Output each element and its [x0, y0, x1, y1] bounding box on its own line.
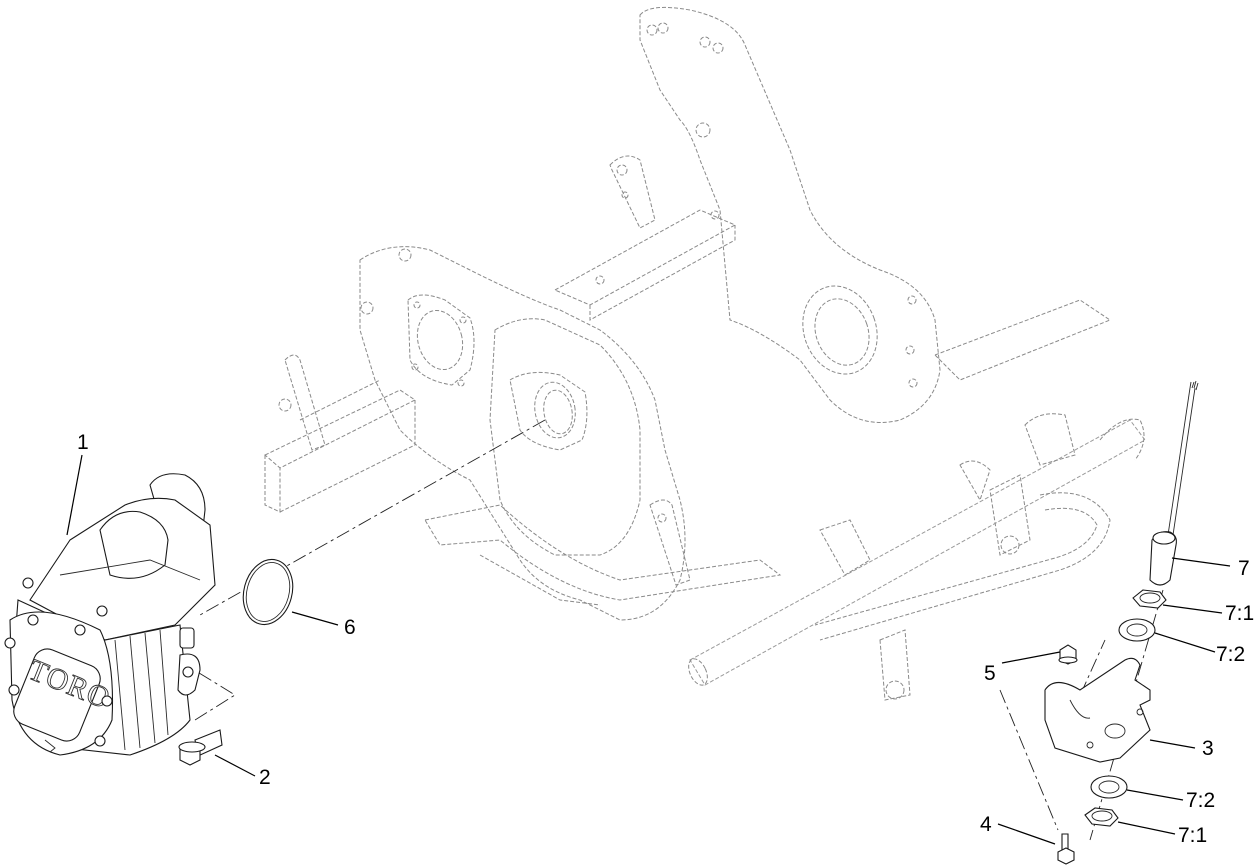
- callout-7: 7: [1238, 557, 1250, 580]
- callout-7-2-upper: 7:2: [1216, 643, 1246, 666]
- callout-leaders: [66, 454, 1231, 845]
- flange-screw[interactable]: [1057, 833, 1075, 865]
- assembly-center-lines: [177, 419, 1164, 841]
- callout-7-2-lower: 7:2: [1186, 789, 1216, 812]
- callout-7-1-lower: 7:1: [1178, 824, 1208, 847]
- motor-unit[interactable]: TORO: [4, 473, 216, 756]
- flange-bolt[interactable]: [178, 729, 223, 766]
- callout-4: 4: [980, 813, 992, 836]
- frame-assembly-ghost: [264, 6, 1146, 701]
- lock-washer-upper[interactable]: [1118, 618, 1156, 642]
- callout-1: 1: [77, 431, 89, 454]
- jam-nut-upper[interactable]: [1132, 589, 1167, 609]
- flange-nut[interactable]: [1058, 644, 1078, 665]
- sensor-bracket[interactable]: [1044, 657, 1151, 763]
- callout-3: 3: [1202, 737, 1214, 760]
- callout-2: 2: [259, 766, 271, 789]
- callout-7-1-upper: 7:1: [1225, 602, 1255, 625]
- proximity-sensor[interactable]: [1149, 380, 1199, 586]
- callout-6: 6: [344, 616, 356, 639]
- lock-washer-lower[interactable]: [1090, 775, 1128, 799]
- callout-5: 5: [984, 662, 996, 685]
- o-ring[interactable]: [236, 554, 299, 630]
- jam-nut-lower[interactable]: [1084, 807, 1119, 827]
